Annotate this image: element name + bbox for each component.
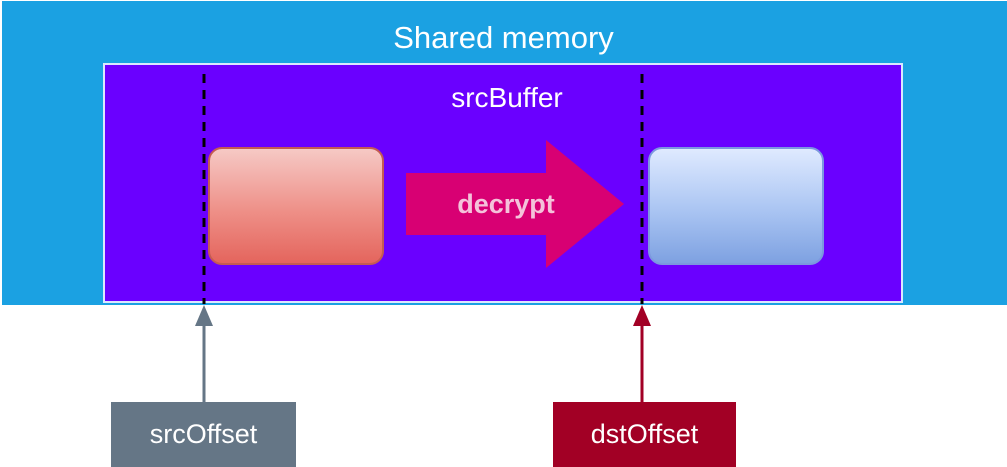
- src-offset-arrow-up-icon: [195, 305, 213, 326]
- dst-offset-arrow-up-icon: [633, 305, 651, 326]
- destination-data-block: [648, 147, 824, 265]
- src-buffer-title: srcBuffer: [451, 82, 563, 113]
- decrypt-arrow-icon: [406, 140, 624, 268]
- src-offset-label: srcOffset: [111, 402, 296, 467]
- decrypt-label: decrypt: [457, 189, 555, 219]
- shared-memory-title: Shared memory: [393, 20, 614, 55]
- dst-offset-label: dstOffset: [553, 402, 736, 467]
- source-data-block: [208, 147, 384, 265]
